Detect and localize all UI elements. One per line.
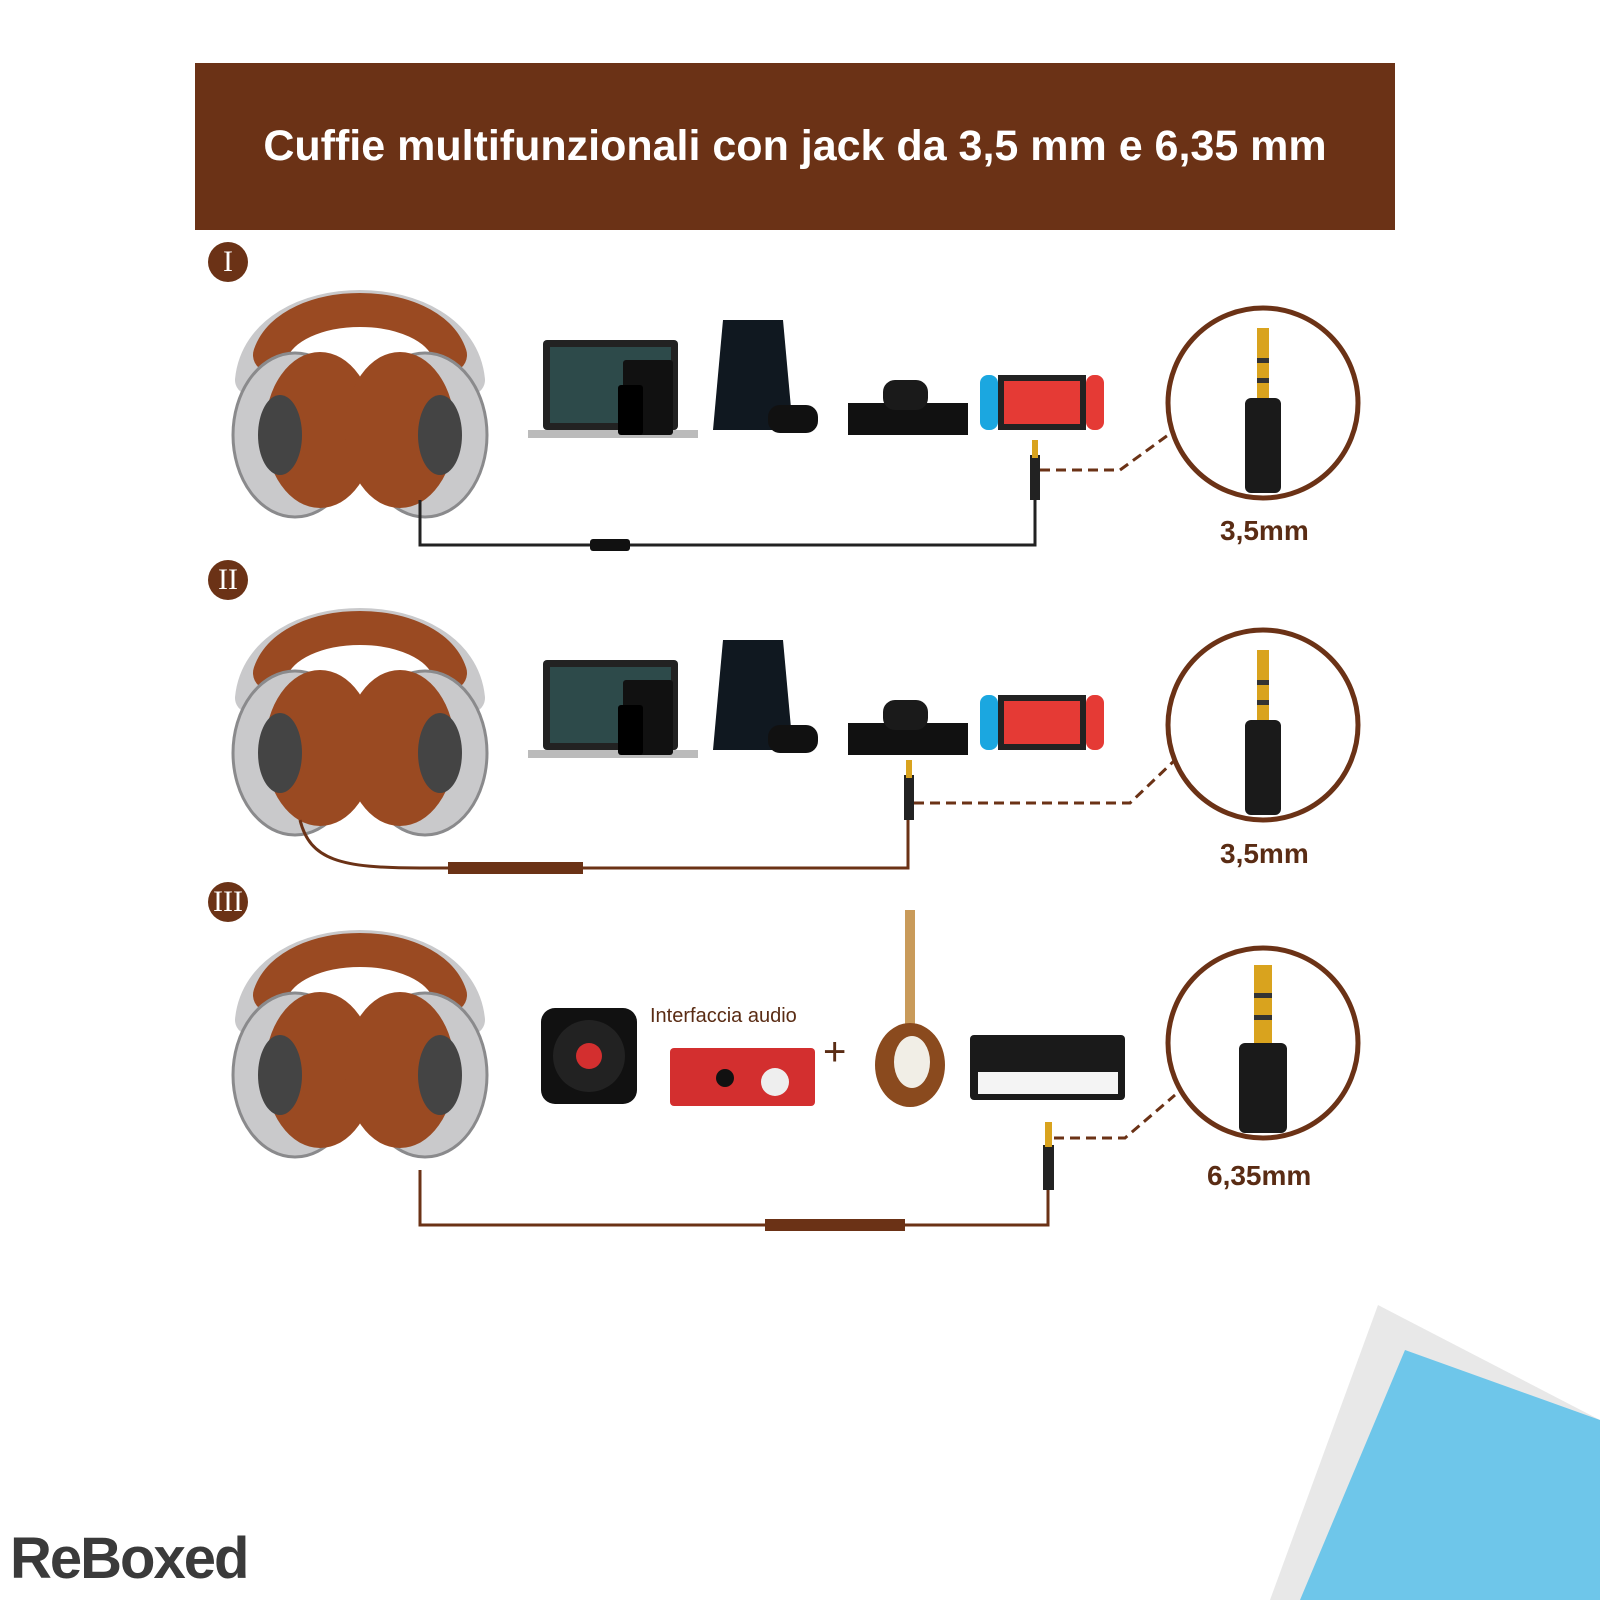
devices-row-1 — [528, 320, 1104, 438]
jack-35-circle-2 — [1168, 630, 1358, 820]
audio-interface-label: Interfaccia audio — [650, 1005, 797, 1027]
section-badge-2: II — [208, 560, 248, 600]
headphone-2 — [233, 623, 487, 835]
headphone-3 — [233, 945, 487, 1157]
page-title: Cuffie multifunzionali con jack da 3,5 m… — [263, 122, 1327, 170]
reboxed-logo: ReBoxed — [10, 1526, 249, 1591]
jack-label-1: 3,5mm — [1220, 515, 1309, 546]
jack-635-circle — [1168, 948, 1358, 1138]
section-badge-1: I — [208, 242, 248, 282]
devices-row-2 — [528, 640, 1104, 758]
jack-label-2: 3,5mm — [1220, 838, 1309, 869]
headphone-1 — [233, 305, 487, 517]
section-badge-3: III — [208, 882, 248, 922]
plus-sign: + — [823, 1030, 847, 1074]
jack-35-circle-1 — [1168, 308, 1358, 498]
jack-label-3: 6,35mm — [1207, 1160, 1312, 1191]
title-banner: Cuffie multifunzionali con jack da 3,5 m… — [195, 63, 1395, 230]
